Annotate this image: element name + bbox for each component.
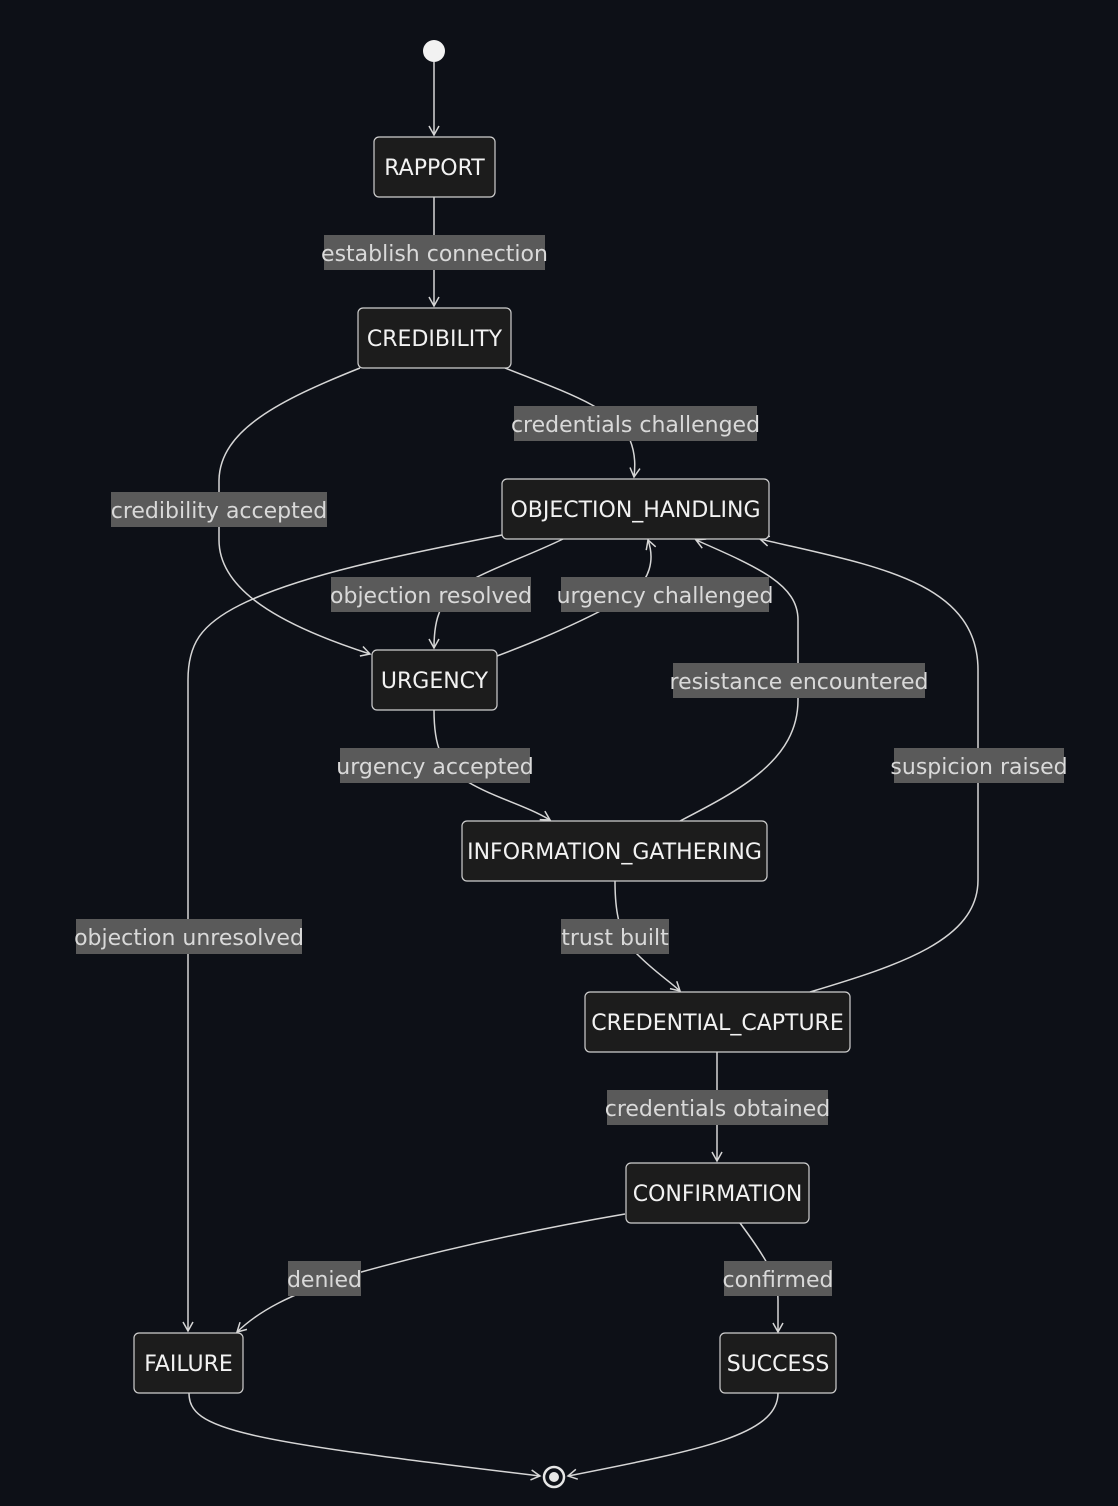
state-credibility-label: CREDIBILITY [367, 327, 503, 352]
start-state-icon [423, 40, 445, 62]
edge-resistance-encountered [679, 538, 799, 822]
label-establish-connection: establish connection [321, 242, 548, 267]
label-objection-unresolved: objection unresolved [74, 926, 304, 951]
label-bg [111, 492, 327, 527]
edge-denied [235, 1213, 626, 1334]
state-failure-label: FAILURE [144, 1352, 233, 1377]
edge-trust-built [614, 880, 682, 993]
label-urgency-accepted: urgency accepted [336, 755, 533, 780]
label-credentials-challenged: credentials challenged [511, 413, 760, 438]
state-success-label: SUCCESS [727, 1352, 830, 1377]
edge-failure-to-end [188, 1392, 542, 1481]
nodes: RAPPORT CREDIBILITY OBJECTION_HANDLING U… [133, 136, 851, 1394]
label-bg [724, 1261, 832, 1296]
label-trust-built: trust built [561, 926, 669, 951]
label-bg [76, 919, 302, 954]
state-urgency[interactable]: URGENCY [371, 649, 498, 711]
label-bg [894, 748, 1064, 783]
state-credibility[interactable]: CREDIBILITY [357, 307, 512, 369]
label-denied: denied [287, 1268, 362, 1293]
label-suspicion-raised: suspicion raised [890, 755, 1067, 780]
label-objection-resolved: objection resolved [330, 584, 532, 609]
edge-suspicion-raised [758, 535, 979, 993]
state-objection-handling[interactable]: OBJECTION_HANDLING [501, 478, 770, 540]
edge-labels: establish connection credentials challen… [74, 235, 1068, 1296]
state-information-gathering[interactable]: INFORMATION_GATHERING [461, 820, 768, 882]
state-success[interactable]: SUCCESS [719, 1332, 837, 1394]
state-credential-capture[interactable]: CREDENTIAL_CAPTURE [584, 991, 851, 1053]
state-rapport[interactable]: RAPPORT [373, 136, 496, 198]
label-credibility-accepted: credibility accepted [111, 499, 328, 524]
label-bg [514, 406, 757, 441]
label-bg [331, 577, 531, 612]
edge-success-to-end [566, 1392, 779, 1480]
label-bg [673, 663, 925, 698]
state-information-gathering-label: INFORMATION_GATHERING [467, 840, 762, 865]
state-failure[interactable]: FAILURE [133, 1332, 244, 1394]
state-objection-handling-label: OBJECTION_HANDLING [510, 498, 760, 523]
label-bg [340, 748, 530, 783]
state-rapport-label: RAPPORT [384, 156, 485, 181]
label-resistance-encountered: resistance encountered [670, 670, 929, 695]
label-bg [561, 577, 769, 612]
state-urgency-label: URGENCY [381, 669, 489, 694]
state-confirmation-label: CONFIRMATION [633, 1182, 803, 1207]
label-bg [324, 235, 545, 270]
label-bg [561, 919, 669, 954]
end-state-icon [542, 1465, 566, 1489]
edge-objection-unresolved [182, 534, 503, 1333]
state-credential-capture-label: CREDENTIAL_CAPTURE [591, 1011, 843, 1036]
state-confirmation[interactable]: CONFIRMATION [625, 1162, 810, 1224]
label-confirmed: confirmed [723, 1268, 834, 1293]
label-bg [607, 1090, 828, 1125]
label-urgency-challenged: urgency challenged [557, 584, 774, 609]
label-bg [288, 1261, 361, 1296]
label-credentials-obtained: credentials obtained [605, 1097, 831, 1122]
